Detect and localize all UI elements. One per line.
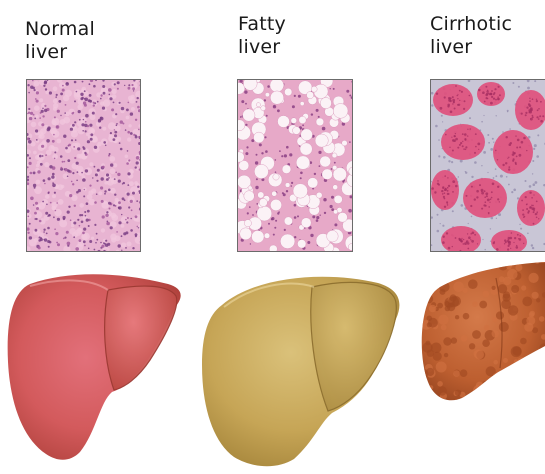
histology-normal-image (27, 80, 141, 252)
normal-liver-illustration (0, 262, 190, 467)
histology-cirrhotic-image (431, 80, 545, 252)
histology-normal (26, 79, 141, 252)
organ-fatty-liver (198, 265, 410, 470)
label-fatty-line2: liver (238, 36, 286, 59)
histology-cirrhotic (430, 79, 545, 252)
label-fatty-liver: Fatty liver (238, 13, 286, 59)
label-fatty-line1: Fatty (238, 13, 286, 36)
label-normal-liver: Normal liver (25, 18, 95, 64)
histology-fatty (237, 79, 353, 252)
organ-cirrhotic-liver (418, 258, 545, 408)
cirrhotic-liver-illustration (418, 258, 545, 408)
fatty-liver-illustration (198, 265, 410, 470)
label-cirrhotic-liver: Cirrhotic liver (430, 13, 512, 59)
label-cirrhotic-line1: Cirrhotic (430, 13, 512, 36)
label-normal-line2: liver (25, 41, 95, 64)
histology-fatty-image (238, 80, 353, 252)
label-cirrhotic-line2: liver (430, 36, 512, 59)
label-normal-line1: Normal (25, 18, 95, 41)
organ-normal-liver (0, 262, 190, 467)
